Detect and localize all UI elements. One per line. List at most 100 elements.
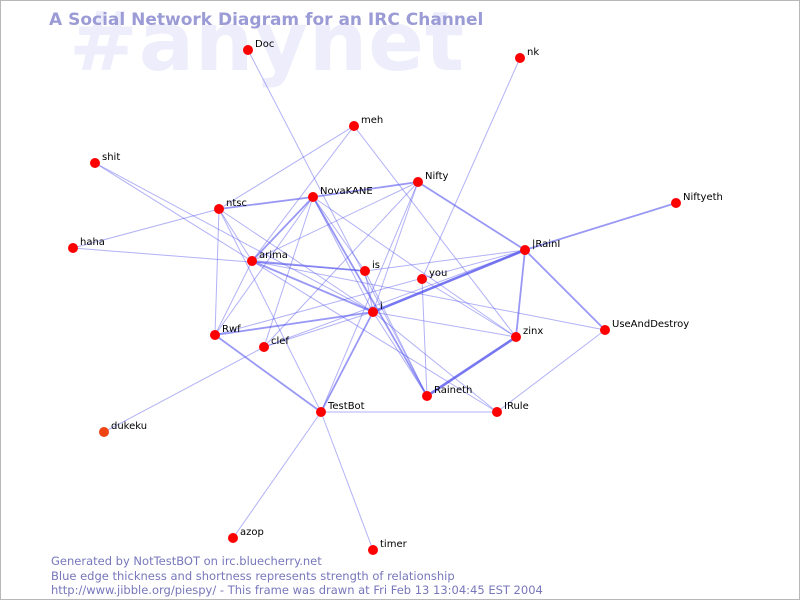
node-dot[interactable] <box>90 158 100 168</box>
node-label: UseAndDestroy <box>612 319 689 330</box>
node-dot[interactable] <box>99 427 109 437</box>
edge-arima-IRule <box>251 260 498 413</box>
node-label: shit <box>102 152 120 163</box>
footer-legend-note: Blue edge thickness and shortness repres… <box>51 568 455 583</box>
node-is[interactable]: is <box>360 260 380 276</box>
edge-meh-ntsc <box>218 125 355 210</box>
node-dot[interactable] <box>515 53 525 63</box>
node-label: |RainI <box>532 239 560 250</box>
footer-generated-by: Generated by NotTestBOT on irc.bluecherr… <box>51 554 322 568</box>
node-dot[interactable] <box>210 330 220 340</box>
node-dot[interactable] <box>671 198 681 208</box>
node-label: clef <box>271 336 289 347</box>
node-dot[interactable] <box>600 325 610 335</box>
edge-nk-you <box>421 57 521 280</box>
node-dot[interactable] <box>243 45 253 55</box>
edge-zinx-Raineth <box>426 335 517 398</box>
node-dot[interactable] <box>492 407 502 417</box>
node-nk[interactable]: nk <box>515 47 539 63</box>
edge-i-clef <box>263 311 374 348</box>
node-UseAndDestroy[interactable]: UseAndDestroy <box>600 319 689 335</box>
edge-NovaKANE-Raineth <box>312 196 428 397</box>
edge-ntsc-Rwf <box>214 208 220 336</box>
node-IRule[interactable]: IRule <box>492 401 529 417</box>
node-dot[interactable] <box>368 307 378 317</box>
edge-is-Raineth <box>364 270 428 397</box>
footer: Generated by NotTestBOT on irc.bluecherr… <box>51 554 543 598</box>
node-dot[interactable] <box>511 332 521 342</box>
node-dot[interactable] <box>247 256 257 266</box>
edge-NovaKANE-arima <box>251 196 314 262</box>
node-dot[interactable] <box>308 192 318 202</box>
edge-ntsc-TestBot <box>218 208 322 413</box>
node-Niftyeth[interactable]: Niftyeth <box>671 192 723 208</box>
edge-TestBot-timer <box>320 411 374 551</box>
node-label: IRule <box>504 401 529 412</box>
node-dot[interactable] <box>316 407 326 417</box>
edge-NovaKANE-zinx <box>312 196 517 338</box>
edge-ntsc-haha <box>72 208 220 249</box>
edge-Rwf-TestBot <box>214 334 322 413</box>
node-zinx[interactable]: zinx <box>511 326 543 342</box>
edge-Doc-Raineth <box>247 49 428 397</box>
node-dot[interactable] <box>520 245 530 255</box>
node-dukeku[interactable]: dukeku <box>99 421 147 437</box>
edge-arima-Rwf <box>214 260 253 336</box>
node-dot[interactable] <box>259 342 269 352</box>
node-you[interactable]: you <box>417 268 447 284</box>
node-meh[interactable]: meh <box>349 115 383 131</box>
node-NovaKANE[interactable]: NovaKANE <box>308 186 373 202</box>
node-azop[interactable]: azop <box>228 527 264 543</box>
edge-you-zinx <box>421 278 517 338</box>
node-arima[interactable]: arima <box>247 250 288 266</box>
node-timer[interactable]: timer <box>368 539 408 555</box>
footer-link-timestamp[interactable]: http://www.jibble.org/piespy/ - This fra… <box>51 583 543 597</box>
node-dot[interactable] <box>417 274 427 284</box>
edge-ntsc-arima <box>218 208 253 262</box>
node-dot[interactable] <box>228 533 238 543</box>
edge-meh-zinx <box>353 125 517 338</box>
node-haha[interactable]: haha <box>68 237 105 253</box>
node-i[interactable]: i <box>368 301 383 317</box>
node-dot[interactable] <box>413 177 423 187</box>
edge-NovaKANE-ntsc <box>218 196 314 210</box>
node-label: Nifty <box>425 171 449 182</box>
node-dot[interactable] <box>68 243 78 253</box>
node-clef[interactable]: clef <box>259 336 289 352</box>
diagram-title: A Social Network Diagram for an IRC Chan… <box>49 10 484 30</box>
node-Nifty[interactable]: Nifty <box>413 171 449 187</box>
node-label: azop <box>240 527 264 538</box>
node-dot[interactable] <box>349 121 359 131</box>
edge-i-IRule <box>372 311 498 413</box>
node-dot[interactable] <box>214 204 224 214</box>
node-label: ntsc <box>226 198 247 209</box>
edge-ntsc-i <box>218 208 374 313</box>
node-label: Doc <box>255 39 274 50</box>
edge-meh-arima <box>251 125 355 262</box>
edge-i-Rwf <box>214 311 374 336</box>
node-shit[interactable]: shit <box>90 152 120 168</box>
node-dot[interactable] <box>368 545 378 555</box>
edge-NovaKANE-is <box>312 196 366 272</box>
node-label: Raineth <box>434 385 472 396</box>
edge-i-zinx <box>372 311 517 338</box>
edge-arima-is <box>251 260 366 272</box>
node-IRainI[interactable]: |RainI <box>520 239 560 255</box>
node-label: timer <box>380 539 408 550</box>
edge-Nifty-NovaKANE <box>312 181 419 198</box>
edge-i-TestBot <box>320 311 374 413</box>
edge-clef-IRainI <box>263 249 526 348</box>
node-dot[interactable] <box>360 266 370 276</box>
edge-shit-arima <box>94 162 253 262</box>
edge-is-i <box>364 270 374 313</box>
node-TestBot[interactable]: TestBot <box>316 401 365 417</box>
node-Rwf[interactable]: Rwf <box>210 324 241 340</box>
node-Doc[interactable]: Doc <box>243 39 274 55</box>
node-dot[interactable] <box>422 391 432 401</box>
node-label: meh <box>361 115 383 126</box>
node-Raineth[interactable]: Raineth <box>422 385 472 401</box>
edge-arima-i <box>251 260 374 313</box>
edge-NovaKANE-clef <box>263 196 314 348</box>
node-ntsc[interactable]: ntsc <box>214 198 247 214</box>
